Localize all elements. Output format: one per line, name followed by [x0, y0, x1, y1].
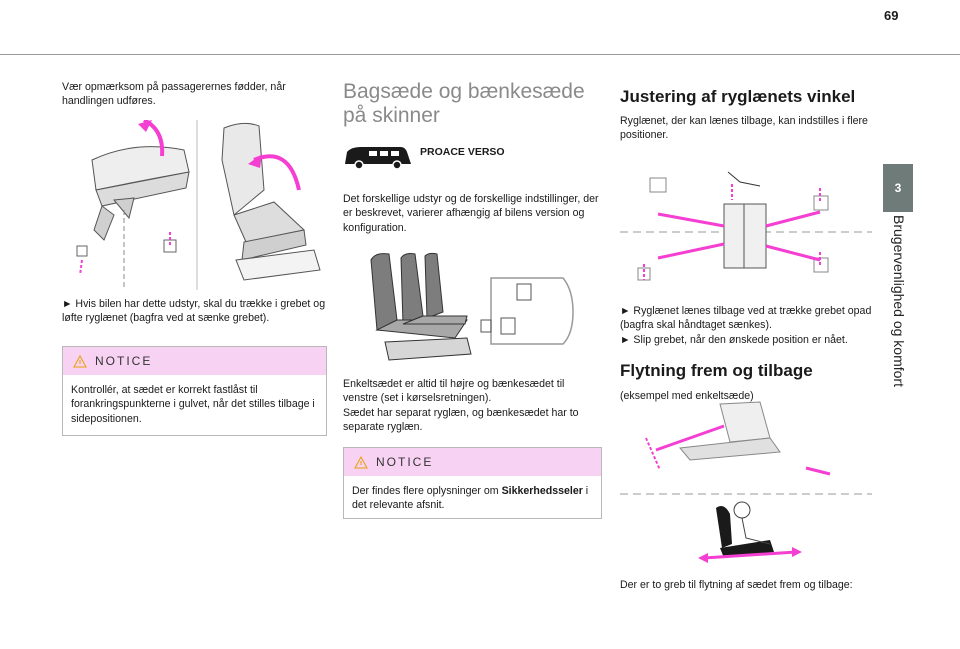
column-right: Justering af ryglænets vinkel Ryglænet, …	[620, 86, 875, 143]
lift-instruction: ► Hvis bilen har dette udstyr, skal du t…	[62, 298, 326, 325]
seat-position-text: Enkeltsædet er altid til højre og bænkes…	[343, 378, 565, 405]
notice-box-left: NOTICE Kontrollér, at sædet er korrekt f…	[62, 346, 327, 436]
recline-intro: Ryglænet, der kan lænes tilbage, kan ind…	[620, 115, 868, 142]
column-middle: Bagsæde og bænkesæde på skinner	[343, 80, 601, 128]
warning-icon	[354, 455, 368, 468]
column-right-text2: Flytning frem og tilbage (eksempel med e…	[620, 360, 875, 403]
notice-text: Kontrollér, at sædet er korrekt fastlåst…	[71, 384, 315, 425]
column-right-text3: Der er to greb til flytning af sædet fre…	[620, 578, 875, 592]
backrest-angle-illustration	[620, 171, 872, 281]
intro-text: Vær opmærksom på passagerernes fødder, n…	[62, 81, 286, 108]
chapter-title: Brugervenlighed og komfort	[891, 215, 907, 387]
column-left-lower: ► Hvis bilen har dette udstyr, skal du t…	[62, 297, 327, 326]
notice-title: NOTICE	[95, 354, 153, 368]
model-label: PROACE VERSO	[420, 146, 505, 158]
section-heading-justering: Justering af ryglænets vinkel	[620, 87, 856, 106]
example-label: (eksempel med enkeltsæde)	[620, 390, 754, 402]
backrest-text: Sædet har separat ryglæn, og bænkesædet …	[343, 406, 579, 433]
notice-header: NOTICE	[344, 448, 601, 476]
recline-bullet-2: ► Slip grebet, når den ønskede position …	[620, 333, 848, 346]
notice-title: NOTICE	[376, 455, 434, 469]
notice-header: NOTICE	[63, 347, 326, 375]
variation-text: Det forskellige udstyr og de forskellige…	[343, 193, 599, 234]
header-divider	[0, 54, 960, 55]
notice-box-middle: NOTICE Der findes flere oplysninger om S…	[343, 447, 602, 519]
recline-bullet-1: ► Ryglænet lænes tilbage ved at trække g…	[620, 305, 872, 332]
seatbelt-link[interactable]: Sikkerhedsseler	[501, 485, 583, 497]
page-number: 69	[884, 8, 899, 23]
column-right-text1: ► Ryglænet lænes tilbage ved at trække g…	[620, 304, 875, 347]
column-left: Vær opmærksom på passagerernes fødder, n…	[62, 80, 327, 109]
column-middle-text1: Det forskellige udstyr og de forskellige…	[343, 192, 601, 235]
chapter-number-tab: 3	[883, 164, 913, 212]
column-middle-text2: Enkeltsædet er altid til højre og bænkes…	[343, 377, 601, 434]
section-heading-flytning: Flytning frem og tilbage	[620, 361, 813, 380]
seat-lift-illustration	[76, 120, 321, 290]
rail-seats-illustration	[370, 252, 574, 361]
warning-icon	[73, 354, 87, 367]
slide-handles-text: Der er to greb til flytning af sædet fre…	[620, 579, 853, 591]
van-icon	[345, 147, 411, 170]
seat-slide-illustration	[620, 401, 872, 563]
notice-text: Der findes flere oplysninger om Sikkerhe…	[352, 485, 589, 512]
section-heading-bagsaede: Bagsæde og bænkesæde på skinner	[343, 80, 585, 127]
